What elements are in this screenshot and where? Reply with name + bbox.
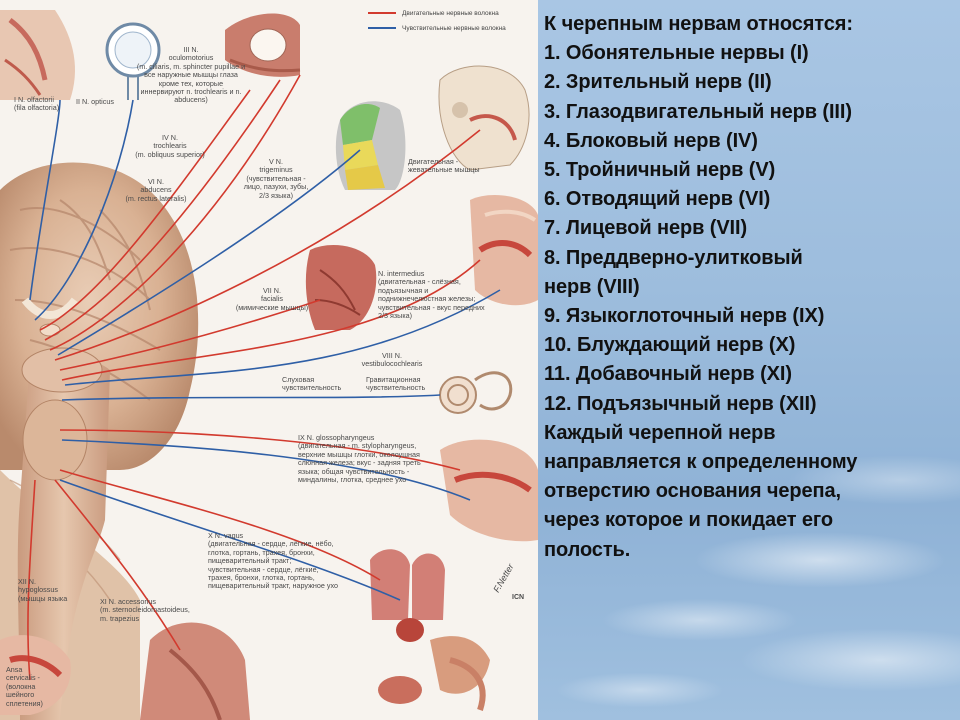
brain-base <box>0 162 199 720</box>
summary-line: Каждый черепной нерв <box>544 421 776 444</box>
legend-sensory: Чувствительные нервные волокна <box>368 25 506 32</box>
label-vagus: X N. vagus (двигательная - сердце, лёгки… <box>208 531 338 591</box>
label-olfactory: I N. olfactorii (fila olfactoria) <box>14 95 60 113</box>
label-ansa-cervicalis: Ansa cervicalis - (волокна шейного сплет… <box>6 665 43 708</box>
legend-sensory-swatch <box>368 27 396 30</box>
legend-motor-swatch <box>368 12 396 15</box>
summary-line: направляется к определенному <box>544 451 858 474</box>
inner-ear-image <box>439 371 513 414</box>
summary-line: полость. <box>544 538 631 561</box>
label-facial: VII N. facialis (мимические мышцы) <box>235 286 309 312</box>
nerve-item: 5. Тройничный нерв (V) <box>544 159 776 182</box>
label-glossopharyngeal: IX N. glossopharyngeus (двигательная - m… <box>298 433 421 485</box>
label-trigeminal: V N. trigeminus (чувствительная - лицо, … <box>243 157 309 200</box>
illustration-drawing <box>0 10 538 720</box>
tongue-image <box>0 635 71 715</box>
label-vestibulocochlear: VIII N. vestibulocochlearis <box>361 351 423 369</box>
legend-motor: Двигательные нервные волокна <box>368 10 499 17</box>
nerve-item: 7. Лицевой нерв (VII) <box>544 217 748 240</box>
summary-line: через которое и покидает его <box>544 509 833 532</box>
label-masticatory: Двигательная - жевательные мышцы <box>408 157 480 175</box>
eye-muscles-image <box>225 13 301 77</box>
label-vestibular: Гравитационная чувствительность <box>366 375 426 393</box>
nerve-item: 11. Добавочный нерв (XI) <box>544 363 792 386</box>
legend-motor-label: Двигательные нервные волокна <box>402 10 499 17</box>
nerve-item: 3. Глазодвигательный нерв (III) <box>544 100 852 123</box>
nerve-item: 9. Языкоглоточный нерв (IX) <box>544 305 825 328</box>
nerve-item: 12. Подъязычный нерв (XII) <box>544 392 817 415</box>
nerve-item: 2. Зрительный нерв (II) <box>544 71 772 94</box>
nerve-item: 1. Обонятельные нервы (I) <box>544 42 809 65</box>
oral-cavity-image <box>470 195 538 306</box>
nerve-item: 6. Отводящий нерв (VI) <box>544 188 771 211</box>
visceral-organs-image <box>370 549 490 711</box>
throat-image <box>440 439 538 542</box>
nerve-item: 8. Преддверно-улитковый <box>544 246 803 269</box>
eyeball-image <box>105 22 161 100</box>
label-auditory: Слуховая чувствительность <box>282 375 342 393</box>
neck-muscles-image <box>140 622 250 720</box>
cranial-nerves-illustration: Двигательные нервные волокна Чувствитель… <box>0 0 538 720</box>
label-abducens: VI N. abducens (m. rectus lateralis) <box>125 177 187 203</box>
nose-sagittal-image <box>0 10 75 100</box>
nerve-item: нерв (VIII) <box>544 275 640 298</box>
label-oculomotor: III N. oculomotorius (m. ciliaris, m. sp… <box>136 45 246 105</box>
skull-image <box>438 65 530 171</box>
slide-text: К черепным нервам относятся: 1. Обонятел… <box>544 10 954 565</box>
face-muscles-image <box>305 245 377 330</box>
summary-line: отверстию основания черепа, <box>544 480 841 503</box>
label-accessory: XI N. accessorius (m. sternocleidomastoi… <box>100 597 190 623</box>
nerve-item: 4. Блоковый нерв (IV) <box>544 129 758 152</box>
trigeminal-face-map <box>335 101 406 190</box>
label-trochlear: IV N. trochlearis (m. obliquus superior) <box>135 133 205 159</box>
nerve-item: 10. Блуждающий нерв (X) <box>544 334 796 357</box>
label-hypoglossal: XII N. hypoglossus (мышцы языка <box>18 577 68 603</box>
slide-heading: К черепным нервам относятся: <box>544 13 853 35</box>
motor-nerve-fibers <box>27 74 481 681</box>
label-optic: II N. opticus <box>76 97 114 106</box>
publisher-mark: ICN <box>512 594 525 601</box>
sensory-nerve-fibers <box>29 99 501 601</box>
label-intermedius: N. intermedius (двигательная - слёзная, … <box>378 269 485 321</box>
legend-sensory-label: Чувствительные нервные волокна <box>402 25 506 32</box>
